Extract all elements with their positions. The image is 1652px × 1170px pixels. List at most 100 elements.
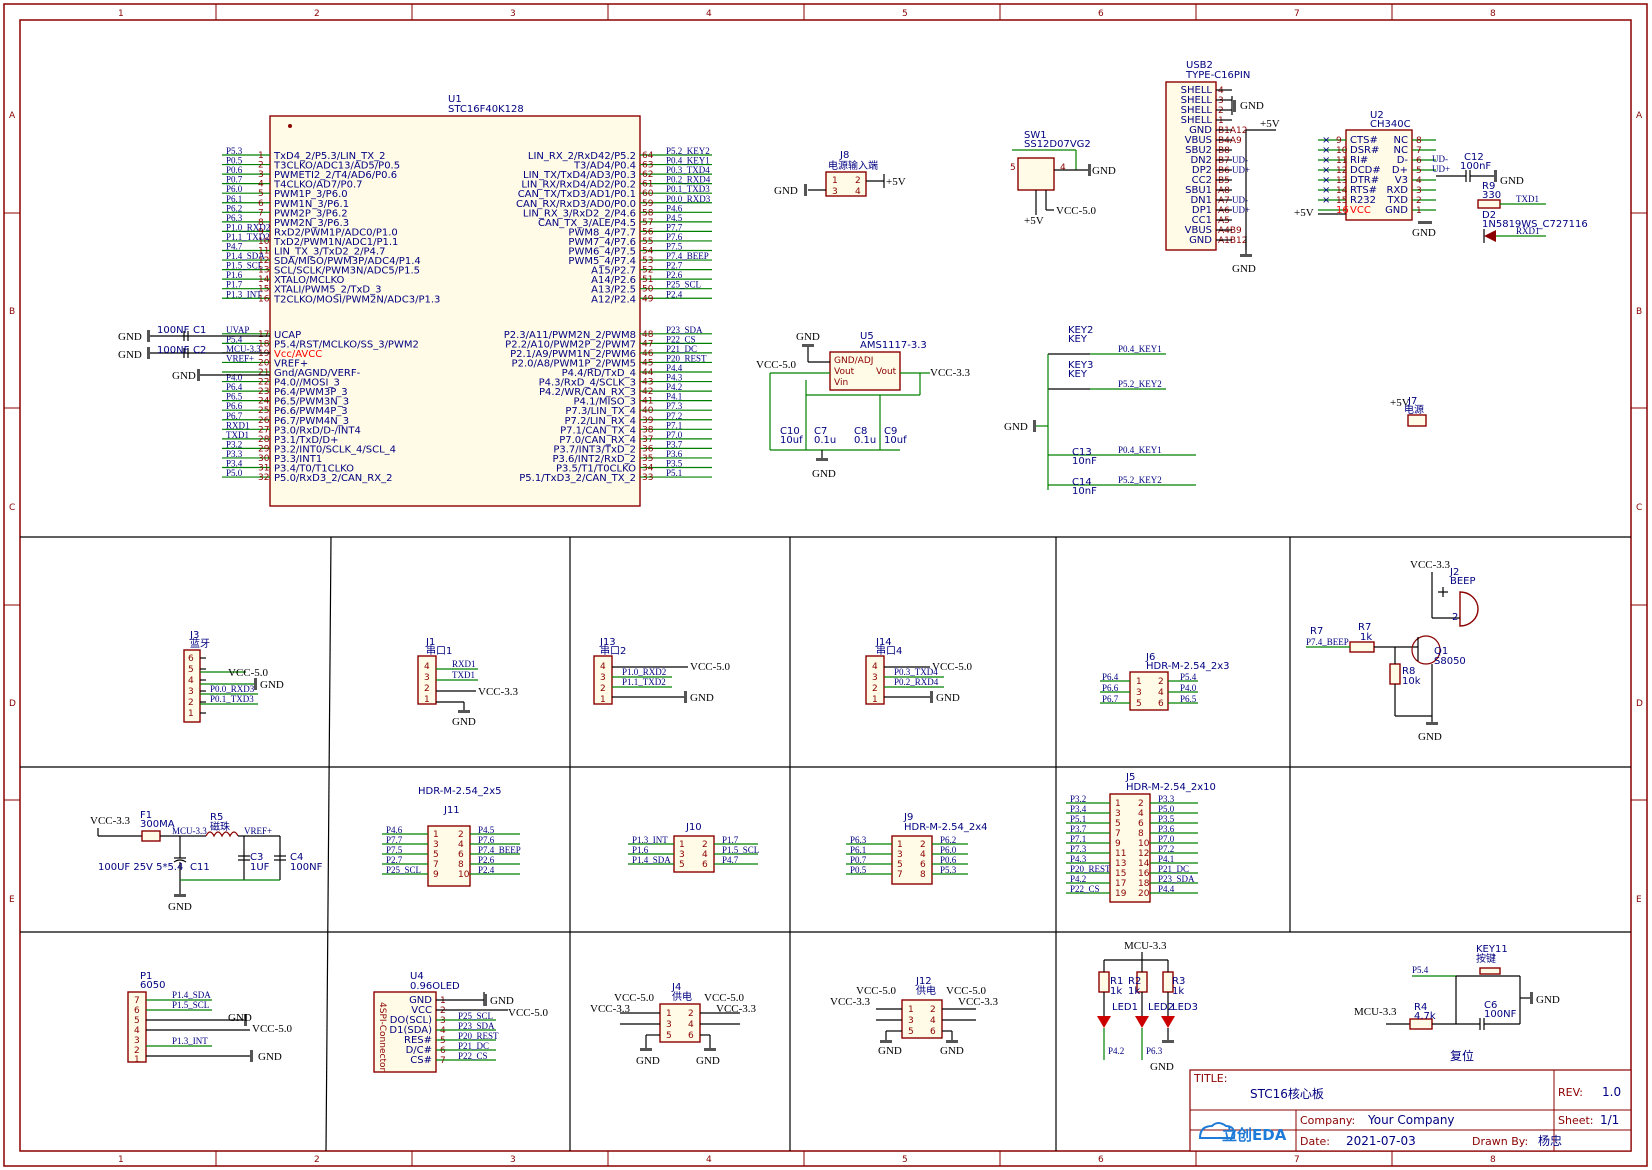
j11-pins-net-label: P4.6 [386, 825, 403, 835]
j5-pins-pin-number: 12 [1138, 849, 1149, 859]
j5-pins-pin-number: 17 [1115, 879, 1126, 889]
u1-pin-name: TxD2/PWM1N/ADC1/P1.1 [273, 237, 398, 248]
u1-net-label: P2.7 [666, 261, 683, 271]
u1-pin-number: 64 [642, 151, 654, 161]
usb-pin-name: DP2 [1192, 165, 1212, 176]
svg-text:R7: R7 [1358, 622, 1371, 633]
svg-text:VCC-5.0: VCC-5.0 [252, 1023, 293, 1035]
svg-text:GND: GND [774, 185, 798, 197]
svg-text:4: 4 [855, 187, 861, 197]
svg-text:MCU-3.3: MCU-3.3 [172, 826, 207, 836]
svg-text:VCC-5.0: VCC-5.0 [946, 985, 987, 997]
svg-text:C14: C14 [1072, 477, 1092, 488]
svg-text:串口4: 串口4 [876, 645, 902, 657]
u1-pin-number: 22 [258, 378, 269, 388]
usb-pin-number: A4B9 [1218, 226, 1242, 236]
svg-text:Drawn By:: Drawn By: [1472, 1135, 1528, 1148]
u1-ref: U1 [448, 94, 462, 105]
svg-text:B: B [1636, 307, 1642, 317]
svg-text:2: 2 [688, 1009, 694, 1019]
j5-pins-pin-number: 14 [1138, 859, 1150, 869]
svg-text:A: A [1636, 111, 1643, 121]
usb-pin-name: SBU1 [1185, 185, 1212, 196]
usb-pin-number: 3 [1218, 96, 1224, 106]
u2-pin-name: VCC [1350, 205, 1371, 216]
svg-text:P0.2_RXD4: P0.2_RXD4 [894, 677, 939, 687]
j11-pins-net-label: P25_SCL [386, 865, 421, 875]
svg-text:8: 8 [1490, 9, 1496, 19]
j11-pins-pin-number: 4 [458, 840, 464, 850]
svg-text:GND: GND [1092, 165, 1116, 177]
u1-net-label: P0.7 [226, 175, 243, 185]
u1-pin-number: 51 [642, 275, 653, 285]
svg-text:1: 1 [832, 176, 838, 186]
svg-text:0.1u: 0.1u [814, 435, 836, 446]
u2-pin-name: RXD [1387, 185, 1409, 196]
svg-text:复位: 复位 [1450, 1048, 1474, 1063]
u1-net-label: TXD1 [226, 430, 249, 440]
svg-text:GND/ADJ: GND/ADJ [834, 356, 873, 366]
svg-text:P4.2: P4.2 [1108, 1046, 1124, 1056]
svg-text:U2: U2 [1370, 110, 1384, 121]
usb-pin-number: B7 [1218, 156, 1230, 166]
svg-text:D: D [9, 699, 16, 709]
usb-net-label: UD+ [1232, 165, 1250, 175]
u1-pin-name: VREF+ [274, 358, 308, 369]
svg-text:2: 2 [314, 9, 320, 19]
u1-net-label: P0.0_RXD3 [666, 194, 711, 204]
j5-pins-pin-number: 15 [1115, 869, 1126, 879]
u1-pin-name: A12/P2.4 [591, 294, 636, 305]
j11-pins-pin-number: 2 [458, 830, 464, 840]
svg-text:6: 6 [688, 1031, 694, 1041]
svg-text:10k: 10k [1402, 676, 1421, 687]
svg-text:2: 2 [930, 1005, 936, 1015]
u2-pin-name: DTR# [1350, 175, 1379, 186]
usb-pin-number: A7 [1218, 196, 1230, 206]
j5-pins-pin-number: 11 [1115, 849, 1126, 859]
svg-text:4: 4 [1158, 688, 1164, 698]
u1-net-label: RXD1 [226, 420, 250, 430]
u4-pin-name: VCC [411, 1005, 432, 1016]
svg-text:J8: J8 [839, 150, 849, 161]
usb-pin-number: B8 [1218, 146, 1230, 156]
u2-pin-number: 14 [1336, 186, 1348, 196]
svg-text:P5.2_KEY2: P5.2_KEY2 [1118, 379, 1162, 389]
svg-text:VCC-5.0: VCC-5.0 [508, 1007, 549, 1019]
j5-pins-net-label: P7.3 [1070, 844, 1087, 854]
j10-pins-pin-number: 2 [702, 840, 708, 850]
svg-text:GND: GND [696, 1055, 720, 1067]
j9-pins-pin-number: 8 [920, 870, 926, 880]
svg-text:2: 2 [855, 176, 861, 186]
svg-text:REV:: REV: [1558, 1086, 1583, 1099]
svg-text:GND: GND [172, 370, 196, 382]
u1-pin-number: 3 [258, 170, 264, 180]
u1-net-label: P6.0 [226, 184, 243, 194]
u1-net-label: P4.0 [226, 373, 243, 383]
svg-text:A: A [9, 111, 16, 121]
j11-pins-net-label: P2.6 [478, 855, 495, 865]
j5-pins-net-label: P7.1 [1070, 834, 1086, 844]
usb-pin-number: A8 [1218, 186, 1230, 196]
u1-pin-number: 39 [642, 416, 654, 426]
svg-text:USB2: USB2 [1186, 60, 1213, 71]
svg-text:C8: C8 [854, 426, 867, 437]
usb-net-label: UD- [1232, 155, 1248, 165]
usb-pin-number: B5 [1218, 176, 1230, 186]
svg-text:J14: J14 [875, 637, 892, 648]
j10-pins-pin-number: 4 [702, 850, 708, 860]
j11-pins-net-label: P2.4 [478, 865, 495, 875]
u2-pin-name: DSR# [1350, 145, 1379, 156]
svg-text:C3: C3 [250, 852, 263, 863]
u1-pin-name: P5.4/RST/MCLKO/SS_3/PWM2 [274, 339, 419, 350]
svg-text:GND: GND [260, 679, 284, 691]
u4-pin-number: 5 [440, 1036, 446, 1046]
svg-text:VCC-5.0: VCC-5.0 [228, 667, 269, 679]
u1-pin-name: SDA/MISO/PWM3P/ADC4/P1.4 [274, 256, 421, 267]
u1-pin-name: P3.7/INT3/TxD_2 [553, 444, 636, 455]
u1-pin-name: LIN_TX_3/TxD2_2/P4.7 [274, 247, 385, 258]
svg-text:KEY2: KEY2 [1068, 325, 1093, 336]
u2-pin-name: NC [1394, 145, 1408, 156]
